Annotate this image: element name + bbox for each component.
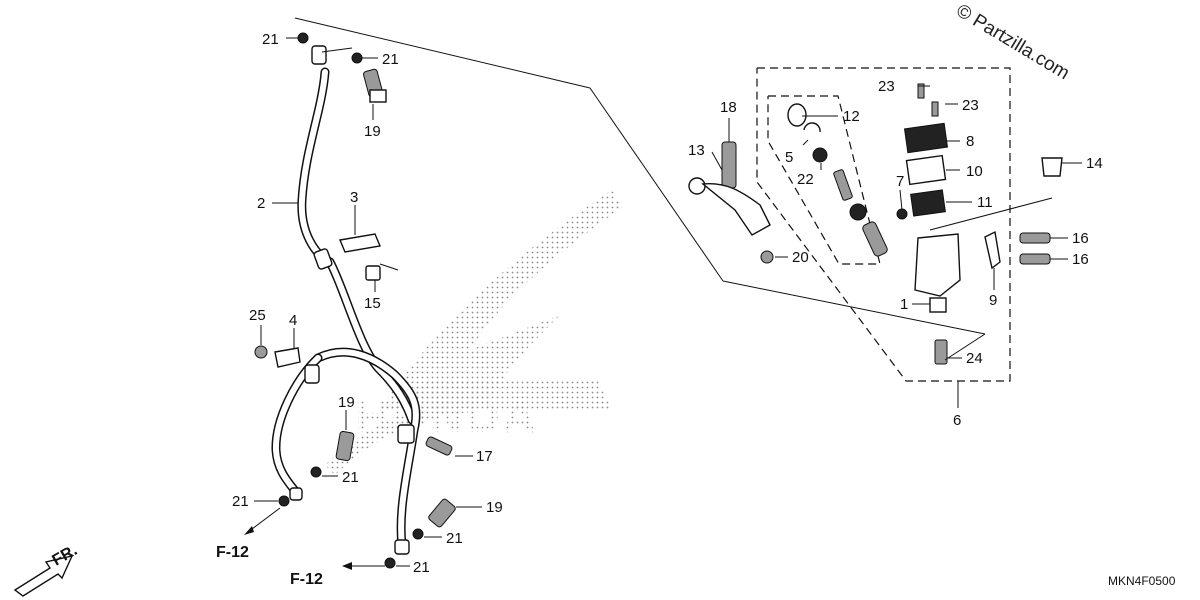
callout-13: 13 xyxy=(688,142,705,159)
callout-9: 9 xyxy=(989,292,997,309)
callout-21: 21 xyxy=(382,51,399,68)
callout-23: 23 xyxy=(962,97,979,114)
callout-8: 8 xyxy=(966,133,974,150)
leader-lines xyxy=(254,37,1082,567)
group-outline-hose xyxy=(294,17,986,335)
callout-2: 2 xyxy=(257,195,265,212)
callout-25: 25 xyxy=(249,307,266,324)
callout-3: 3 xyxy=(350,189,358,206)
diagram-code: MKN4F0500 xyxy=(1108,574,1176,588)
part-shapes xyxy=(13,32,1063,597)
callout-14: 14 xyxy=(1086,155,1103,172)
watermark-text: © Partzilla.com xyxy=(952,0,1073,84)
callout-4: 4 xyxy=(289,312,297,329)
callout-16: 16 xyxy=(1072,230,1089,247)
callout-6: 6 xyxy=(953,412,961,429)
callout-21: 21 xyxy=(232,493,249,510)
callout-11: 11 xyxy=(977,194,993,211)
callout-24: 24 xyxy=(966,350,983,367)
callout-10: 10 xyxy=(966,163,983,180)
callout-21: 21 xyxy=(413,559,430,576)
callout-19: 19 xyxy=(364,123,381,140)
callout-23: 23 xyxy=(878,78,895,95)
callout-18: 18 xyxy=(720,99,737,116)
callout-16: 16 xyxy=(1072,251,1089,268)
callouts: 21 21 19 2 3 15 25 4 19 21 21 17 19 21 2… xyxy=(50,31,1176,588)
callout-7: 7 xyxy=(896,173,904,190)
brake-hose xyxy=(271,45,421,555)
ref-label-f12: F-12 xyxy=(216,544,249,561)
callout-19: 19 xyxy=(486,499,503,516)
callout-21: 21 xyxy=(446,530,463,547)
callout-1: 1 xyxy=(900,296,908,313)
callout-12: 12 xyxy=(843,108,860,125)
callout-20: 20 xyxy=(792,249,809,266)
callout-17: 17 xyxy=(476,448,493,465)
callout-21: 21 xyxy=(342,469,359,486)
callout-15: 15 xyxy=(364,295,381,312)
callout-19: 19 xyxy=(338,394,355,411)
callout-5: 5 xyxy=(785,149,793,166)
honda-wordmark: HONDA xyxy=(355,390,539,442)
callout-22: 22 xyxy=(797,171,814,188)
ref-label-f12: F-12 xyxy=(290,571,323,588)
callout-21: 21 xyxy=(262,31,279,48)
honda-wing-logo: HONDA xyxy=(325,190,622,475)
